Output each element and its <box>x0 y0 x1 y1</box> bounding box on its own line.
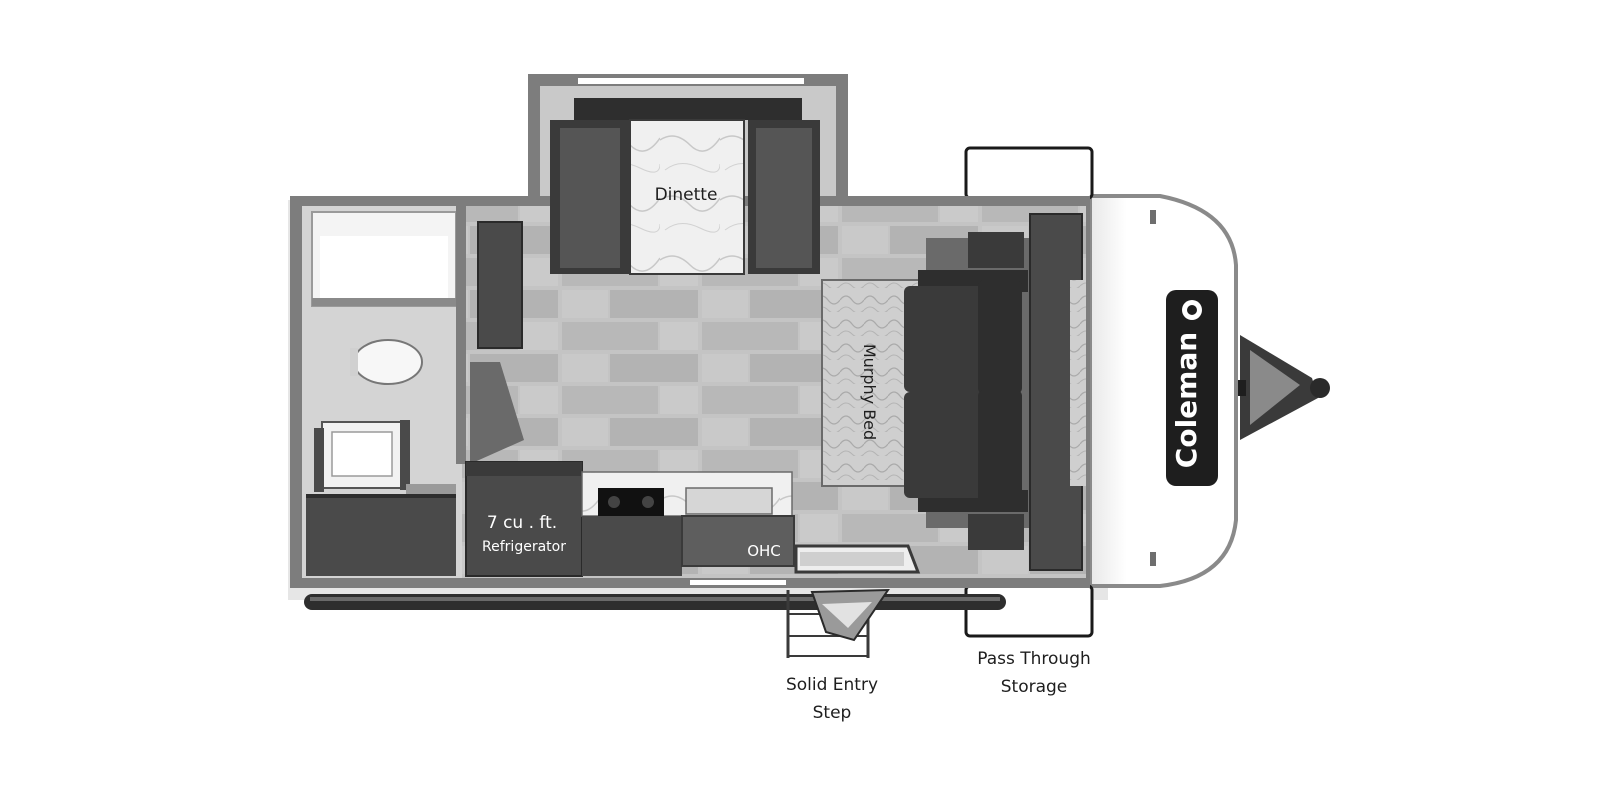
wardrobe <box>477 221 523 349</box>
bath-cabinet <box>306 496 456 576</box>
label-dinette: Dinette <box>655 185 718 205</box>
awning-rail <box>304 594 1006 610</box>
bath-door-swing <box>470 362 524 464</box>
bathroom <box>302 206 466 578</box>
label-entry-step-1: Solid Entry <box>786 675 878 695</box>
label-storage-1: Pass Through <box>977 649 1091 669</box>
label-fridge-size: 7 cu . ft. <box>487 513 557 533</box>
dinette-table <box>629 119 745 275</box>
coleman-logo: Coleman <box>1166 290 1218 486</box>
label-murphy-bed: Murphy Bed <box>860 344 879 440</box>
toilet <box>353 339 423 385</box>
hitch-tongue <box>1232 335 1330 440</box>
murphy-bed <box>821 213 1086 571</box>
brand-name: Coleman <box>1170 332 1203 468</box>
label-storage-2: Storage <box>1001 677 1068 697</box>
entry-step <box>786 588 890 658</box>
entry-door <box>794 544 921 574</box>
galley <box>465 461 795 585</box>
label-ohc: OHC <box>747 542 781 560</box>
overhead-cabinet <box>681 515 795 567</box>
label-fridge-name: Refrigerator <box>482 539 566 555</box>
dinette-set <box>550 98 820 275</box>
label-entry-step-2: Step <box>813 703 852 723</box>
storage-hatch-bottom <box>964 584 1094 638</box>
storage-hatch-top <box>964 146 1094 200</box>
galley-sink <box>685 487 773 515</box>
cooktop <box>598 488 664 516</box>
